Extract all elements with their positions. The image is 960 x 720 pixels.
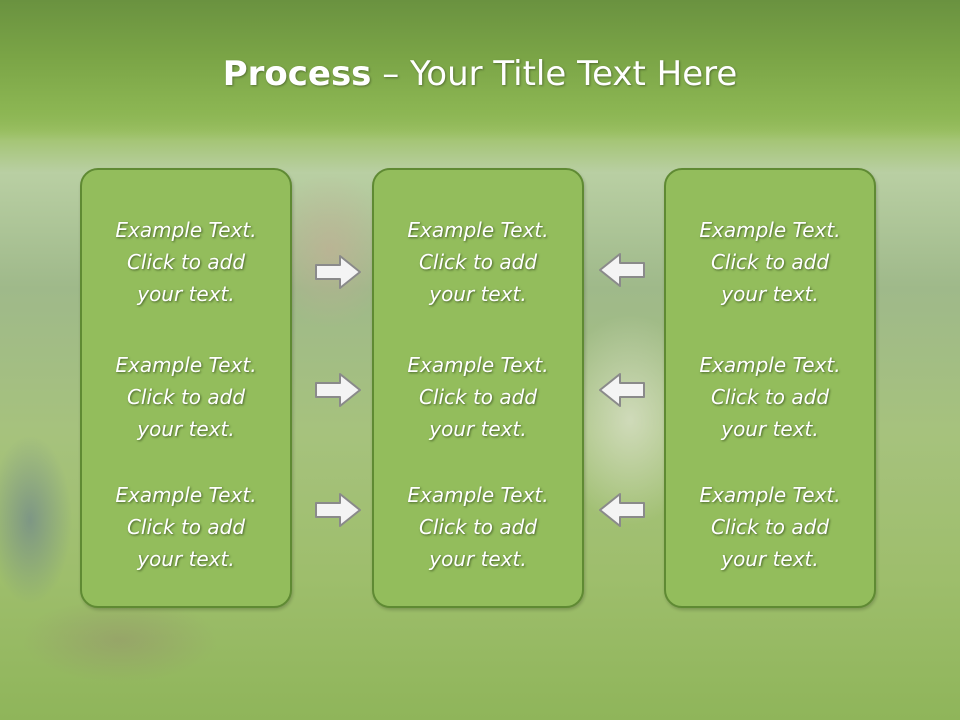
arrow-left-icon [599, 253, 645, 287]
panel-2-text-2[interactable]: Example Text. Click to add your text. [407, 353, 549, 441]
panel-1-text-2[interactable]: Example Text. Click to add your text. [115, 353, 257, 441]
panel-1-text-1[interactable]: Example Text. Click to add your text. [115, 218, 257, 306]
panel-1-text-3[interactable]: Example Text. Click to add your text. [115, 483, 257, 571]
header-band [0, 0, 960, 140]
process-panel-3[interactable]: Example Text. Click to add your text. Ex… [664, 168, 876, 608]
process-panel-2[interactable]: Example Text. Click to add your text. Ex… [372, 168, 584, 608]
title-rest-part: – Your Title Text Here [371, 54, 738, 94]
arrow-left-icon [599, 493, 645, 527]
arrow-left-icon [599, 373, 645, 407]
panel-3-text-1[interactable]: Example Text. Click to add your text. [699, 218, 841, 306]
panel-3-text-2[interactable]: Example Text. Click to add your text. [699, 353, 841, 441]
panel-3-text-3[interactable]: Example Text. Click to add your text. [699, 483, 841, 571]
arrow-right-icon [315, 493, 361, 527]
slide-title[interactable]: Process – Your Title Text Here [0, 52, 960, 96]
arrow-right-icon [315, 255, 361, 289]
panel-2-text-3[interactable]: Example Text. Click to add your text. [407, 483, 549, 571]
process-panel-1[interactable]: Example Text. Click to add your text. Ex… [80, 168, 292, 608]
title-bold-part: Process [222, 54, 372, 94]
arrow-right-icon [315, 373, 361, 407]
panel-2-text-1[interactable]: Example Text. Click to add your text. [407, 218, 549, 306]
